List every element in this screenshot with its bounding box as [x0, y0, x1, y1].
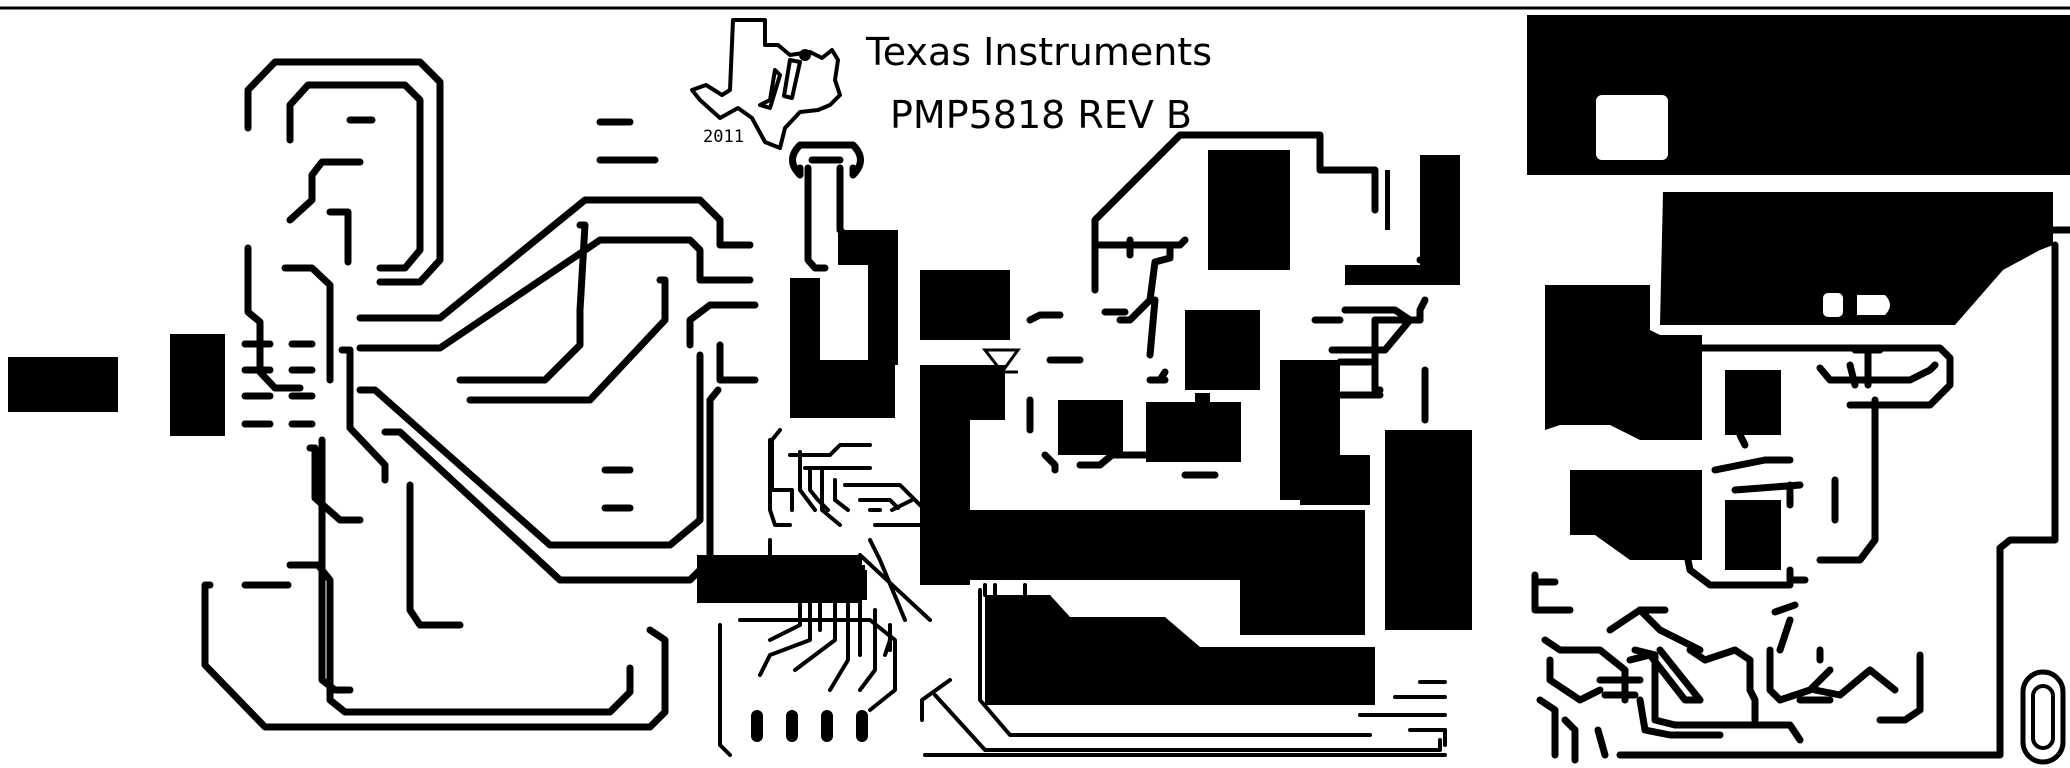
texas-instruments-logo: 2011: [690, 18, 842, 150]
right-traces: [1531, 226, 2070, 764]
ic-footprint: [700, 428, 932, 757]
company-label: Texas Instruments: [865, 30, 1212, 74]
lower-center-traces: [920, 583, 1447, 757]
right-oval-pad: [2020, 669, 2066, 765]
left-traces: [201, 58, 759, 731]
board-revision-label: PMP5818 REV B: [890, 93, 1192, 137]
center-traces: [789, 131, 1429, 479]
right-copper: [1527, 15, 2070, 570]
logo-year: 2011: [703, 127, 744, 147]
diode-symbol: [981, 348, 1021, 375]
center-components: [697, 150, 1472, 705]
left-connector: [8, 334, 316, 436]
